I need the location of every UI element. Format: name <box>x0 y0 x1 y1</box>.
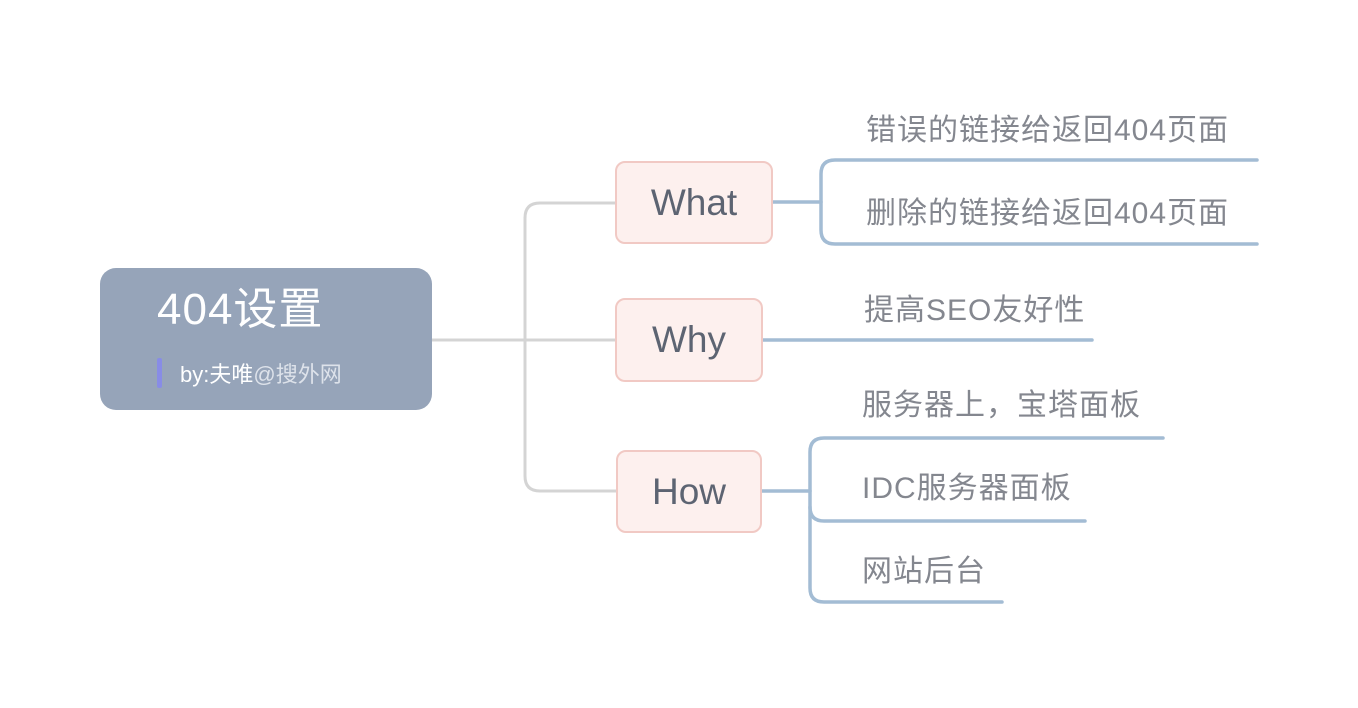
byline-site: @搜外网 <box>253 362 342 387</box>
byline: by:夫唯 @搜外网 <box>157 357 342 389</box>
branch-node-why[interactable]: Why <box>615 298 763 382</box>
branch-label-what: What <box>650 181 738 223</box>
subtopic-what-1[interactable]: 错误的链接给返回404页面 <box>866 114 1230 147</box>
root-node[interactable]: 404设置 by:夫唯 @搜外网 <box>100 268 432 410</box>
subtopic-why-1[interactable]: 提高SEO友好性 <box>864 294 1086 327</box>
subtopic-how-3[interactable]: 网站后台 <box>862 555 986 588</box>
subtopic-how-1[interactable]: 服务器上，宝塔面板 <box>862 389 1141 422</box>
subtopic-how-2[interactable]: IDC服务器面板 <box>862 472 1072 505</box>
byline-accent-bar <box>157 358 162 388</box>
branch-label-how: How <box>651 470 727 512</box>
subtopic-what-2[interactable]: 删除的链接给返回404页面 <box>866 197 1230 230</box>
root-branch-connectors <box>430 201 618 493</box>
branch-node-how[interactable]: How <box>616 450 762 533</box>
branch-node-what[interactable]: What <box>615 161 773 244</box>
root-title: 404设置 <box>157 285 324 334</box>
branch-label-why: Why <box>652 319 726 360</box>
byline-author: by:夫唯 <box>180 362 254 387</box>
